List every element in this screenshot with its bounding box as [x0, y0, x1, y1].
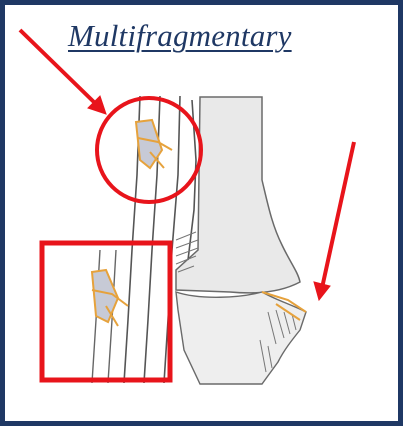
figure-title: Multifragmentary: [68, 18, 292, 54]
right-arrow-head: [314, 282, 330, 300]
talus-shape: [176, 292, 306, 384]
right-arrow-shaft: [322, 142, 354, 288]
